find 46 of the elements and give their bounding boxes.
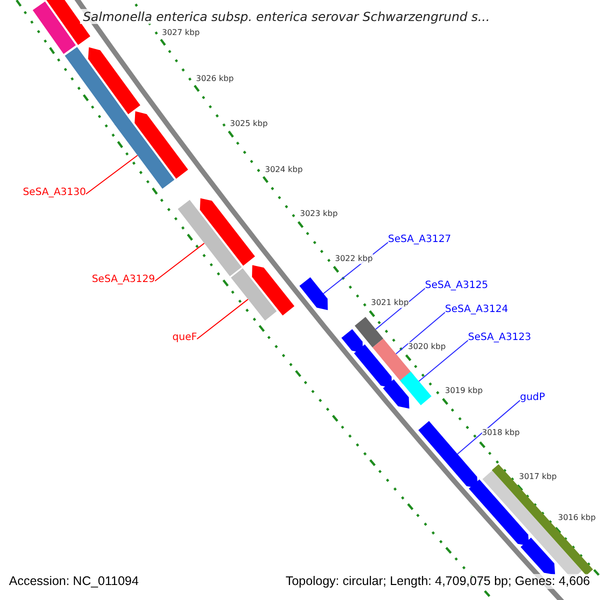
gene-label: SeSA_A3124: [445, 304, 508, 316]
tick-label: 3017 kbp: [519, 472, 557, 482]
gene-feature: [341, 329, 363, 354]
tick-label: 3026 kbp: [196, 74, 234, 84]
leader-line: [196, 298, 248, 340]
tick-label: 3027 kbp: [162, 28, 200, 38]
tick-label: 3023 kbp: [300, 209, 338, 219]
gene-block: [64, 47, 128, 126]
accession-text: Accession: NC_011094: [9, 574, 139, 589]
tick-label: 3022 kbp: [335, 254, 373, 264]
gene-feature: [299, 277, 328, 310]
gene-label: SeSA_A3129: [92, 274, 155, 286]
gene-feature: [200, 198, 255, 266]
gene-label: SeSA_A3127: [388, 234, 452, 246]
leader-line: [86, 154, 138, 194]
gene-feature: [134, 111, 188, 179]
tick-label: 3019 kbp: [445, 386, 483, 396]
gene-block: [354, 316, 384, 348]
gene-block: [400, 372, 432, 406]
leader-line: [456, 400, 520, 455]
tick-label: 3024 kbp: [265, 165, 303, 175]
gene-label: queF: [172, 332, 197, 344]
gene-label: SeSA_A3130: [22, 187, 86, 199]
gene-feature: [520, 538, 556, 575]
gene-label: gudP: [520, 392, 546, 404]
gene-block: [114, 116, 174, 189]
gene-feature: [88, 47, 140, 114]
leader-line: [375, 288, 426, 330]
gene-block: [178, 200, 242, 276]
tick-label: 3016 kbp: [558, 513, 596, 523]
genome-info-text: Topology: circular; Length: 4,709,075 bp; Genes: 4,606: [286, 574, 590, 589]
gene-label: SeSA_A3123: [468, 332, 532, 344]
leader-line: [396, 312, 446, 354]
tick-label: 3018 kbp: [482, 428, 520, 438]
gene-feature: [468, 479, 529, 546]
leader-line: [154, 242, 205, 282]
gene-label: SeSA_A3125: [425, 280, 488, 292]
gene-block: [230, 268, 277, 321]
gene-block: [32, 2, 76, 54]
gene-feature: [418, 421, 478, 488]
gene-feature: [354, 344, 392, 388]
tick-label: 3025 kbp: [230, 119, 268, 129]
gene-feature: [252, 265, 294, 316]
tick-label: 3021 kbp: [371, 298, 409, 308]
tick-label: 3020 kbp: [408, 342, 446, 352]
gene-feature: [383, 379, 410, 409]
